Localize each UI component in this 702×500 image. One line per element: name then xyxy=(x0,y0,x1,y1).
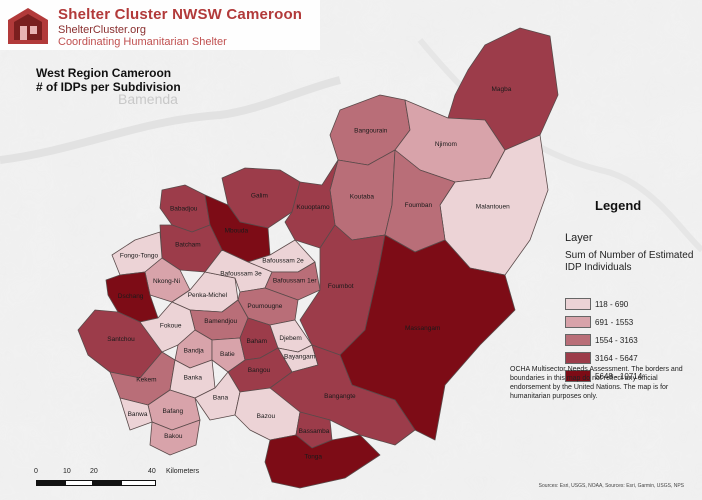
subdivision-label: Batie xyxy=(220,351,235,358)
subdivision-label: Bafoussam 1er xyxy=(273,278,318,285)
subdivision-label: Bangou xyxy=(248,367,271,374)
subdivision-label: Foumbot xyxy=(328,283,354,290)
legend-class-label: 691 - 1553 xyxy=(595,317,634,327)
subdivision-label: Poumougne xyxy=(247,303,282,310)
subdivision-label: Batcham xyxy=(175,242,201,249)
legend-swatch xyxy=(565,352,591,364)
legend-class-label: 118 - 690 xyxy=(595,299,629,309)
scale-tick-label: 10 xyxy=(63,468,71,475)
legend-swatch xyxy=(565,298,591,310)
subdivision-tonga[interactable] xyxy=(264,434,381,489)
subdivision-label: Bazou xyxy=(257,413,276,420)
subdivision-label: Bakou xyxy=(164,433,183,440)
legend-class-label: 1554 - 3163 xyxy=(595,335,638,345)
disclaimer: OCHA Multisector Needs Assessment. The b… xyxy=(510,366,683,400)
subdivision-label: Bayangam xyxy=(284,353,315,360)
org-subtitle: Coordinating Humanitarian Shelter xyxy=(58,36,227,48)
legend-class: 5648 - 10714 xyxy=(565,367,642,385)
subdivision-label: Bassamba xyxy=(299,428,330,435)
subdivision-massangam[interactable] xyxy=(339,234,516,441)
subdivision-label: Santchou xyxy=(107,336,135,343)
attribution: Sources: Esri, USGS, NOAA, Sources: Esri… xyxy=(538,483,684,489)
legend-class: 118 - 690 xyxy=(565,295,642,313)
legend-items: 118 - 690 691 - 1553 1554 - 3163 3164 - 564… xyxy=(565,295,642,385)
subdivision-label: Kekem xyxy=(136,376,156,383)
legend-title: Legend xyxy=(595,198,642,213)
subdivision-label: Magba xyxy=(491,86,511,93)
subdivision-label: Bamendjou xyxy=(204,318,237,325)
subdivision-label: Massangam xyxy=(405,325,440,332)
subdivision-label: Nkong-Ni xyxy=(153,278,180,285)
subdivision-label: Fongo-Tongo xyxy=(120,252,159,259)
subdivision-label: Bangourain xyxy=(354,128,388,135)
legend-class: 1554 - 3163 xyxy=(565,331,642,349)
legend-class: 3164 - 5647 xyxy=(565,349,642,367)
scale-segment xyxy=(36,480,66,486)
subdivision-label: Banka xyxy=(184,374,203,381)
subdivision-label: Mbouda xyxy=(225,227,249,234)
scale-tick-label: 40 xyxy=(148,468,156,475)
subdivision-label: Bafoussam 3e xyxy=(220,270,262,277)
subdivision-label: Djebem xyxy=(279,335,301,342)
legend-swatch xyxy=(565,334,591,346)
subdivision-label: Fokoue xyxy=(160,323,182,330)
map-title-line2: # of IDPs per Subdivision xyxy=(36,80,181,94)
legend-class: 691 - 1553 xyxy=(565,313,642,331)
map-title: West Region Cameroon # of IDPs per Subdi… xyxy=(36,66,181,94)
basemap-place-label: Bamenda xyxy=(118,91,178,107)
subdivision-label: Galim xyxy=(251,193,268,200)
subdivision-bakou[interactable] xyxy=(149,419,201,456)
subdivision-label: Bafoussam 2e xyxy=(262,258,304,265)
subdivision-label: Bandja xyxy=(184,348,205,355)
subdivision-label: Njimom xyxy=(435,141,457,148)
legend-field: Sum of Number of Estimated IDP Individua… xyxy=(565,250,694,273)
subdivision-label: Malantouen xyxy=(476,203,510,210)
subdivision-label: Tonga xyxy=(304,453,322,460)
legend-swatch xyxy=(565,370,591,382)
subdivision-label: Kouoptamo xyxy=(296,204,330,211)
scale-segment xyxy=(92,480,122,486)
subdivision-label: Dschang xyxy=(118,293,144,300)
subdivision-label: Penka-Michel xyxy=(188,292,228,299)
scale-tick-label: 20 xyxy=(90,468,98,475)
header-banner: Shelter Cluster NWSW Cameroon ShelterClu… xyxy=(0,0,320,50)
subdivision-label: Foumban xyxy=(405,202,433,209)
subdivision-label: Baham xyxy=(246,338,267,345)
subdivision-label: Koutaba xyxy=(350,193,375,200)
scale-units: Kilometers xyxy=(166,468,200,475)
legend-layer: Layer xyxy=(565,232,593,244)
org-url[interactable]: ShelterCluster.org xyxy=(58,24,147,36)
org-title: Shelter Cluster NWSW Cameroon xyxy=(58,6,303,23)
subdivision-label: Banwa xyxy=(128,411,148,418)
scale-tick-label: 0 xyxy=(34,468,38,475)
shelter-cluster-logo xyxy=(8,8,48,44)
subdivision-label: Bangangte xyxy=(324,393,356,400)
legend-class-label: 5648 - 10714 xyxy=(595,371,643,381)
scale-bar: 0 10 20 40 Kilometers xyxy=(18,468,200,498)
subdivision-label: Bana xyxy=(213,395,229,402)
legend-class-label: 3164 - 5647 xyxy=(595,353,638,363)
map-title-line1: West Region Cameroon xyxy=(36,66,172,80)
subdivision-label: Babadjou xyxy=(170,206,198,213)
subdivision-fokoue[interactable] xyxy=(139,301,196,353)
legend-swatch xyxy=(565,316,591,328)
subdivision-label: Bafang xyxy=(162,408,183,415)
